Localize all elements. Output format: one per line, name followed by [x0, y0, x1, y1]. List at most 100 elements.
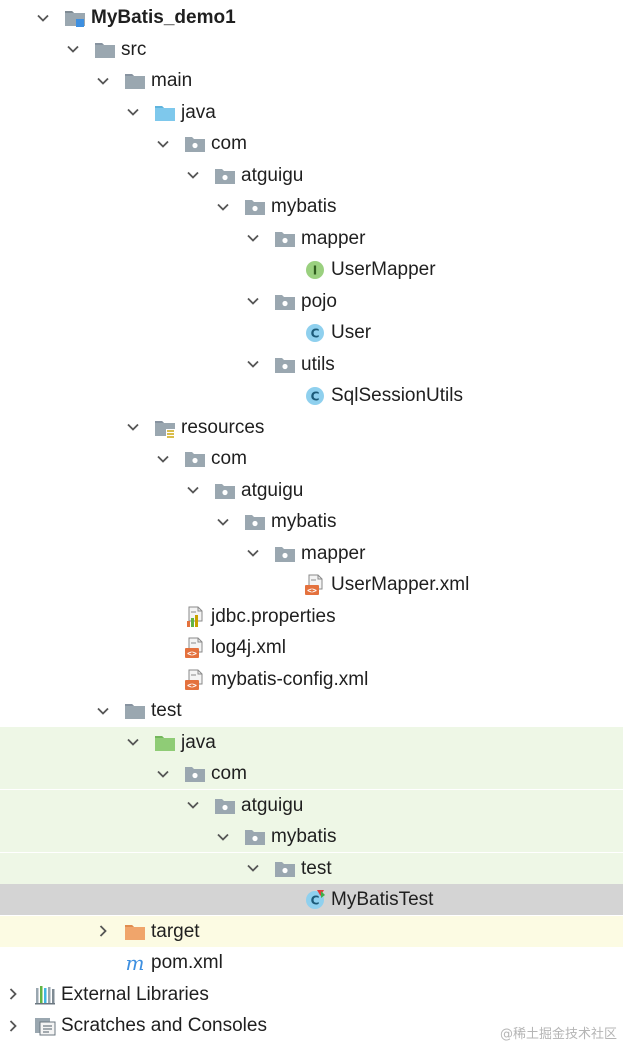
tree-row-label: User [331, 322, 372, 343]
tree-row[interactable]: mybatis [0, 506, 623, 537]
svg-text:m: m [126, 952, 145, 974]
svg-text:I: I [313, 264, 317, 278]
tree-row-label: Scratches and Consoles [61, 1015, 267, 1036]
package-icon [274, 354, 296, 376]
chevron-down-icon[interactable] [94, 695, 112, 726]
chevron-down-icon[interactable] [154, 128, 172, 159]
tree-row[interactable]: atguigu [0, 789, 623, 821]
folder-icon [124, 70, 146, 92]
chevron-down-icon[interactable] [184, 475, 202, 506]
xml-file-icon: <> [184, 669, 206, 691]
tree-row-label: resources [181, 416, 265, 438]
tree-row[interactable]: main [0, 65, 623, 96]
tree-row[interactable]: test [0, 695, 623, 726]
tree-row[interactable]: target [0, 915, 623, 947]
tree-row-label: java [181, 731, 216, 753]
chevron-down-icon[interactable] [124, 727, 142, 758]
test-source-folder-icon [154, 732, 176, 754]
chevron-down-icon[interactable] [184, 160, 202, 191]
tree-row-label: test [301, 857, 332, 879]
tree-row[interactable]: src [0, 34, 623, 65]
chevron-down-icon[interactable] [214, 821, 232, 852]
chevron-down-icon[interactable] [184, 790, 202, 821]
tree-row[interactable]: Scratches and Consoles [0, 1010, 623, 1041]
chevron-down-icon[interactable] [154, 443, 172, 474]
chevron-down-icon[interactable] [214, 191, 232, 222]
chevron-down-icon[interactable] [214, 506, 232, 537]
tree-row[interactable]: com [0, 443, 623, 474]
chevron-down-icon[interactable] [244, 853, 262, 884]
tree-row[interactable]: MyBatis_demo1 [0, 2, 623, 33]
tree-row-label: SqlSessionUtils [331, 385, 463, 406]
tree-row-label: MyBatis_demo1 [91, 7, 236, 28]
resources-folder-icon [154, 417, 176, 439]
chevron-down-icon[interactable] [154, 758, 172, 789]
tree-row[interactable]: java [0, 97, 623, 128]
xml-file-icon: <> [304, 574, 326, 596]
xml-file-icon: <> [184, 637, 206, 659]
chevron-down-icon[interactable] [124, 97, 142, 128]
tree-row[interactable]: pojo [0, 286, 623, 317]
package-icon [184, 763, 206, 785]
tree-row[interactable]: resources [0, 412, 623, 443]
tree-row[interactable]: java [0, 726, 623, 758]
tree-row[interactable]: atguigu [0, 475, 623, 506]
tree-row-label: com [211, 763, 247, 784]
tree-row-label: com [211, 448, 247, 469]
tree-row[interactable]: utils [0, 349, 623, 380]
excluded-folder-icon [124, 921, 146, 943]
chevron-down-icon[interactable] [124, 412, 142, 443]
tree-row[interactable]: mapper [0, 223, 623, 254]
class-icon: C [304, 385, 326, 407]
tree-row[interactable]: External Libraries [0, 979, 623, 1010]
chevron-down-icon[interactable] [244, 286, 262, 317]
chevron-down-icon[interactable] [34, 2, 52, 33]
chevron-down-icon[interactable] [64, 34, 82, 65]
tree-row[interactable]: mybatis [0, 821, 623, 852]
tree-row-label: log4j.xml [211, 637, 286, 658]
tree-row-label: java [181, 101, 216, 123]
properties-file-icon [184, 606, 206, 628]
tree-row-label: mybatis-config.xml [211, 668, 369, 690]
tree-row[interactable]: mapper [0, 538, 623, 569]
scratches-icon [34, 1015, 56, 1037]
tree-row[interactable]: com [0, 758, 623, 789]
tree-row-label: mapper [301, 227, 366, 249]
tree-row-label: src [121, 38, 147, 60]
tree-row[interactable]: <>log4j.xml [0, 632, 623, 663]
class-icon: C [304, 322, 326, 344]
tree-row-label: pojo [301, 290, 337, 312]
package-icon [274, 543, 296, 565]
tree-row-label: utils [301, 353, 335, 375]
libraries-icon [34, 984, 56, 1006]
chevron-down-icon[interactable] [244, 223, 262, 254]
tree-row[interactable]: test [0, 852, 623, 884]
tree-row[interactable]: <>mybatis-config.xml [0, 664, 623, 695]
tree-row[interactable]: jdbc.properties [0, 601, 623, 632]
folder-icon [124, 700, 146, 722]
chevron-down-icon[interactable] [244, 349, 262, 380]
tree-row[interactable]: mybatis [0, 191, 623, 222]
tree-row[interactable]: atguigu [0, 160, 623, 191]
chevron-right-icon[interactable] [4, 979, 22, 1010]
tree-row-label: com [211, 133, 247, 154]
chevron-down-icon[interactable] [244, 538, 262, 569]
chevron-right-icon[interactable] [94, 916, 112, 947]
tree-row-label: External Libraries [61, 983, 209, 1005]
tree-row[interactable]: com [0, 128, 623, 159]
svg-text:<>: <> [307, 586, 317, 595]
tree-row-label: mybatis [271, 511, 337, 532]
package-icon [244, 196, 266, 218]
chevron-right-icon[interactable] [4, 1010, 22, 1041]
folder-icon [94, 39, 116, 61]
chevron-down-icon[interactable] [94, 65, 112, 96]
package-icon [244, 826, 266, 848]
tree-row[interactable]: <>UserMapper.xml [0, 569, 623, 600]
svg-text:C: C [311, 894, 320, 908]
